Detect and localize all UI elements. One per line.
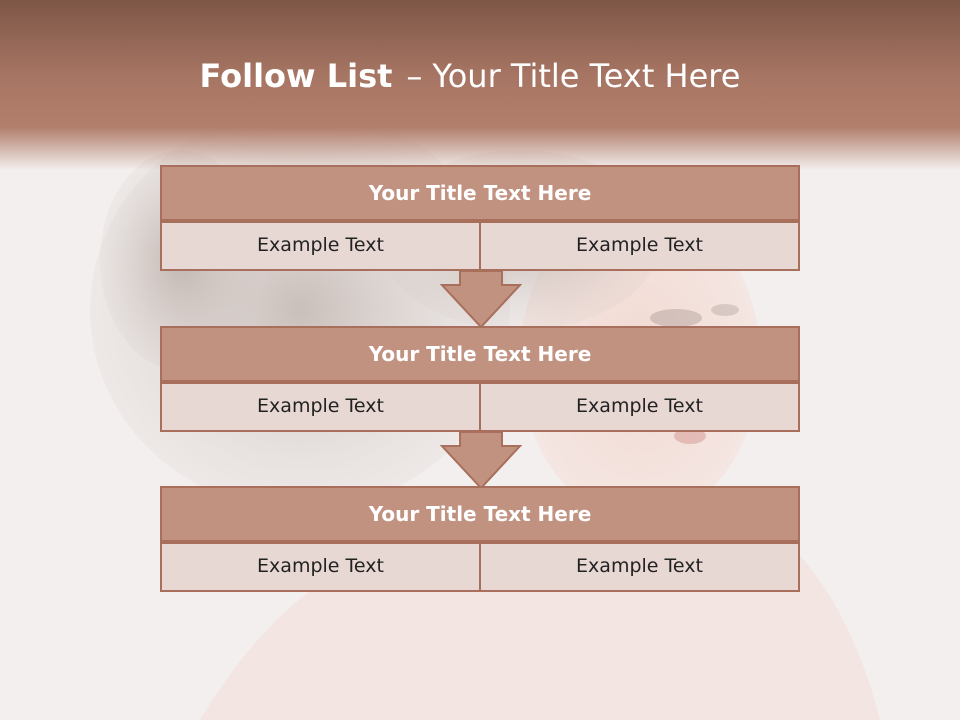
block-cell-left: Example Text (160, 542, 481, 592)
block-cell-right: Example Text (479, 221, 800, 271)
header-band (0, 0, 960, 170)
slide-title-rest: Your Title Text Here (432, 57, 741, 95)
block-title: Your Title Text Here (160, 326, 800, 382)
block-cell-right: Example Text (479, 542, 800, 592)
list-block-1: Your Title Text Here Example Text Exampl… (160, 165, 800, 271)
list-block-3: Your Title Text Here Example Text Exampl… (160, 486, 800, 592)
block-cell-left: Example Text (160, 221, 481, 271)
block-cell-right: Example Text (479, 382, 800, 432)
slide-title-dash: – (406, 57, 423, 95)
down-arrow-icon (440, 431, 522, 490)
block-title: Your Title Text Here (160, 165, 800, 221)
block-cell-left: Example Text (160, 382, 481, 432)
list-block-2: Your Title Text Here Example Text Exampl… (160, 326, 800, 432)
slide-title-bold: Follow List (199, 57, 393, 95)
down-arrow-icon (440, 270, 522, 329)
block-title: Your Title Text Here (160, 486, 800, 542)
slide-title: Follow List–Your Title Text Here (0, 56, 940, 96)
